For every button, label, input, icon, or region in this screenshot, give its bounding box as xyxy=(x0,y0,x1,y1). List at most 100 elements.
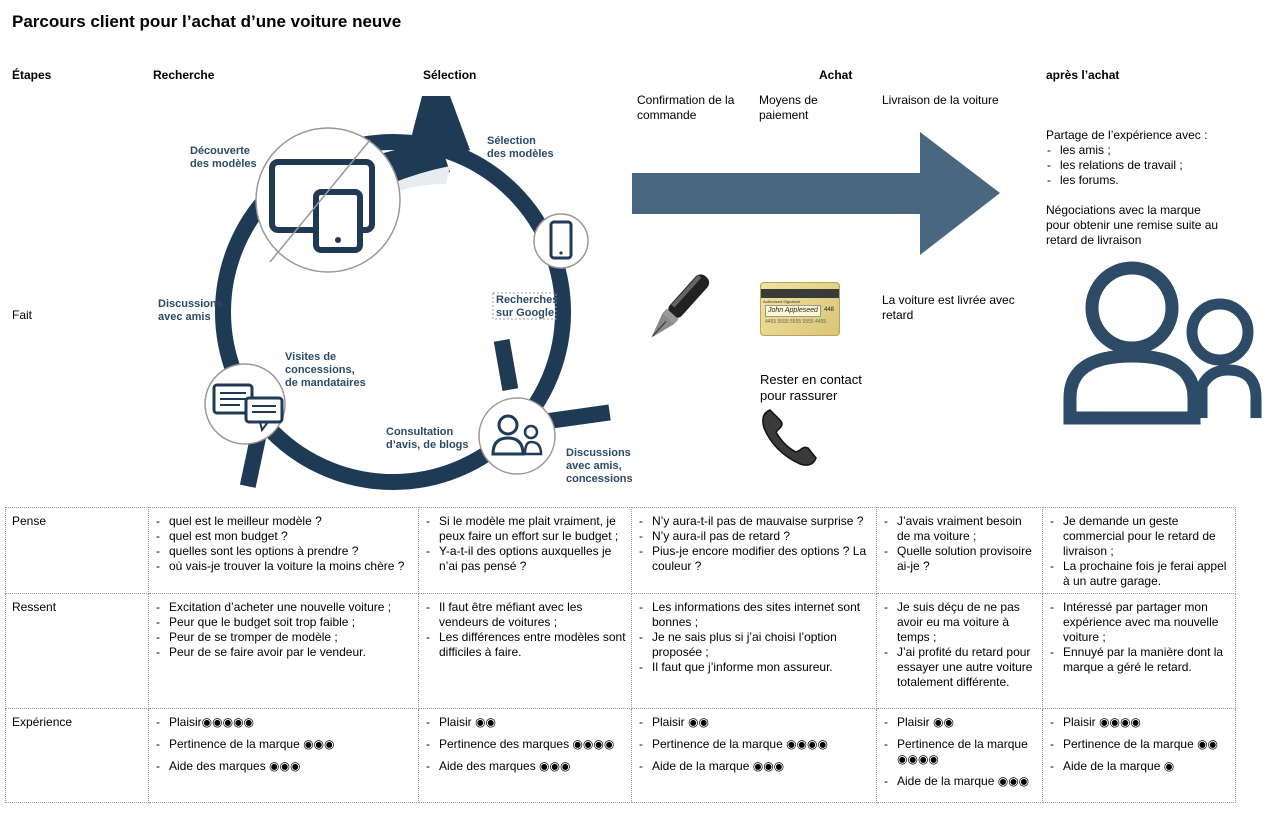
list-item: Plaisir ◉◉ xyxy=(638,715,871,730)
arrow-right-icon xyxy=(632,132,1000,255)
list-item: Excitation d’acheter une nouvelle voitur… xyxy=(155,600,413,615)
credit-card-icon: Authorized Signature John Appleseed 448 … xyxy=(760,282,840,336)
table-cell: Intéressé par partager mon expérience av… xyxy=(1042,593,1236,709)
telephone-icon xyxy=(762,409,817,466)
table-cell: Les informations des sites internet sont… xyxy=(631,593,877,709)
list-item: Peur de se tromper de modèle ; xyxy=(155,630,413,645)
list-item: Plaisir ◉◉◉◉ xyxy=(1049,715,1230,730)
bullet-list: N’y aura-t-il pas de mauvaise surprise ?… xyxy=(638,514,871,574)
tablet-icon xyxy=(255,127,401,273)
table-cell: Plaisir◉◉◉◉◉ Pertinence de la marque ◉◉◉ A… xyxy=(148,708,419,803)
list-item: Aide de la marque ◉ xyxy=(1049,759,1230,774)
list-item: Peur que le budget soit trop faible ; xyxy=(155,615,413,630)
table-cell: Si le modèle me plait vraiment, je peux … xyxy=(418,507,632,594)
list-item: quelles sont les options à prendre ? xyxy=(155,544,413,559)
list-item: quel est mon budget ? xyxy=(155,529,413,544)
list-item: Pertinence de la marque ◉◉◉◉ xyxy=(883,737,1037,767)
list-item: Plaisir ◉◉ xyxy=(425,715,626,730)
apres-achat-text: Partage de l’expérience avec : les amis … xyxy=(1046,128,1246,248)
list-item: Les différences entre modèles sont diffi… xyxy=(425,630,626,660)
row-label: Pense xyxy=(5,507,149,594)
list-item: Aide de la marque ◉◉◉ xyxy=(638,759,871,774)
list-item: Pius-je encore modifier des options ? La… xyxy=(638,544,871,574)
subheader-livraison: Livraison de la voiture xyxy=(882,93,999,107)
table-cell: Plaisir ◉◉ Pertinence de la marque ◉◉◉◉ Ai… xyxy=(631,708,877,803)
bullet-list: Je suis déçu de ne pas avoir eu ma voitu… xyxy=(883,600,1037,690)
table-cell: Je demande un geste commercial pour le r… xyxy=(1042,507,1236,594)
bullet-list: Je demande un geste commercial pour le r… xyxy=(1049,514,1230,589)
list-item: Plaisir◉◉◉◉◉ xyxy=(155,715,413,730)
bullet-list: J’avais vraiment besoin de ma voiture ;Q… xyxy=(883,514,1037,574)
table-cell: Plaisir ◉◉◉◉ Pertinence de la marque ◉◉ Ai… xyxy=(1042,708,1236,803)
list-item: Ennuyé par la manière dont la marque a g… xyxy=(1049,645,1230,675)
customer-cycle-diagram xyxy=(204,96,611,490)
list-item: Je ne sais plus si j’ai choisi l’option … xyxy=(638,630,871,660)
list-item: Intéressé par partager mon expérience av… xyxy=(1049,600,1230,645)
row-label: Expérience xyxy=(5,708,149,803)
list-item: Peur de se faire avoir par le vendeur. xyxy=(155,645,413,660)
list-item: Aide des marques ◉◉◉ xyxy=(425,759,626,774)
list-item: J’ai profité du retard pour essayer une … xyxy=(883,645,1037,690)
header-selection: Sélection xyxy=(423,68,477,82)
list-item: Je demande un geste commercial pour le r… xyxy=(1049,514,1230,559)
bullet-list: Intéressé par partager mon expérience av… xyxy=(1049,600,1230,675)
list-item: Plaisir ◉◉ xyxy=(883,715,1037,730)
bullet-list: Excitation d’acheter une nouvelle voitur… xyxy=(155,600,413,660)
chat-icon xyxy=(204,363,286,445)
list-item: Aide des marques ◉◉◉ xyxy=(155,759,413,774)
header-etapes: Étapes xyxy=(12,68,52,82)
list-item: Pertinence de la marque ◉◉◉ xyxy=(155,737,413,752)
list-item: Y-a-t-il des options auxquelles je n’ai … xyxy=(425,544,626,574)
table-row: Expérience Plaisir◉◉◉◉◉ Pertinence de la … xyxy=(5,708,1236,803)
list-item: N’y aura-t-il pas de mauvaise surprise ? xyxy=(638,514,871,529)
table-cell: N’y aura-t-il pas de mauvaise surprise ?… xyxy=(631,507,877,594)
row-label: Ressent xyxy=(5,593,149,709)
header-achat: Achat xyxy=(819,68,853,82)
page-title: Parcours client pour l’achat d’une voitu… xyxy=(12,12,402,31)
journey-table: Pense quel est le meilleur modèle ?quel … xyxy=(5,507,1236,803)
table-cell: Plaisir ◉◉ Pertinence des marques ◉◉◉◉ Aid… xyxy=(418,708,632,803)
list-item: Pertinence de la marque ◉◉◉◉ xyxy=(638,737,871,752)
bullet-list: Les informations des sites internet sont… xyxy=(638,600,871,675)
list-item: Si le modèle me plait vraiment, je peux … xyxy=(425,514,626,544)
list-item: Il faut que j’informe mon assureur. xyxy=(638,660,871,675)
list-item: Quelle solution provisoire ai-je ? xyxy=(883,544,1037,574)
people-icon xyxy=(478,397,556,475)
table-cell: J’avais vraiment besoin de ma voiture ;Q… xyxy=(876,507,1043,594)
table-cell: quel est le meilleur modèle ?quel est mo… xyxy=(148,507,419,594)
table-cell: Je suis déçu de ne pas avoir eu ma voitu… xyxy=(876,593,1043,709)
table-cell: Il faut être méfiant avec les vendeurs d… xyxy=(418,593,632,709)
list-item: quel est le meilleur modèle ? xyxy=(155,514,413,529)
bullet-list: Si le modèle me plait vraiment, je peux … xyxy=(425,514,626,574)
list-item: J’avais vraiment besoin de ma voiture ; xyxy=(883,514,1037,544)
row-label-fait: Fait xyxy=(12,308,33,322)
table-row: Pense quel est le meilleur modèle ?quel … xyxy=(5,507,1236,594)
list-item: Aide de la marque ◉◉◉ xyxy=(883,774,1037,789)
bullet-list: Plaisir ◉◉ Pertinence des marques ◉◉◉◉ Aid… xyxy=(425,715,626,774)
list-item: Pertinence de la marque ◉◉ xyxy=(1049,737,1230,752)
header-recherche: Recherche xyxy=(153,68,215,82)
list-item: Pertinence des marques ◉◉◉◉ xyxy=(425,737,626,752)
bullet-list: Plaisir ◉◉◉◉ Pertinence de la marque ◉◉ Ai… xyxy=(1049,715,1230,774)
bullet-list: quel est le meilleur modèle ?quel est mo… xyxy=(155,514,413,574)
bullet-list: Plaisir ◉◉ Pertinence de la marque ◉◉◉◉ Ai… xyxy=(883,715,1037,789)
list-item: où vais-je trouver la voiture la moins c… xyxy=(155,559,413,574)
list-item: La prochaine fois je ferai appel à un au… xyxy=(1049,559,1230,589)
table-cell: Plaisir ◉◉ Pertinence de la marque ◉◉◉◉ Ai… xyxy=(876,708,1043,803)
pen-icon xyxy=(651,274,710,338)
list-item: N’y aura-il pas de retard ? xyxy=(638,529,871,544)
list-item: Il faut être méfiant avec les vendeurs d… xyxy=(425,600,626,630)
table-cell: Excitation d’acheter une nouvelle voitur… xyxy=(148,593,419,709)
cycle-ring xyxy=(215,134,571,490)
google-search-box xyxy=(492,292,557,320)
